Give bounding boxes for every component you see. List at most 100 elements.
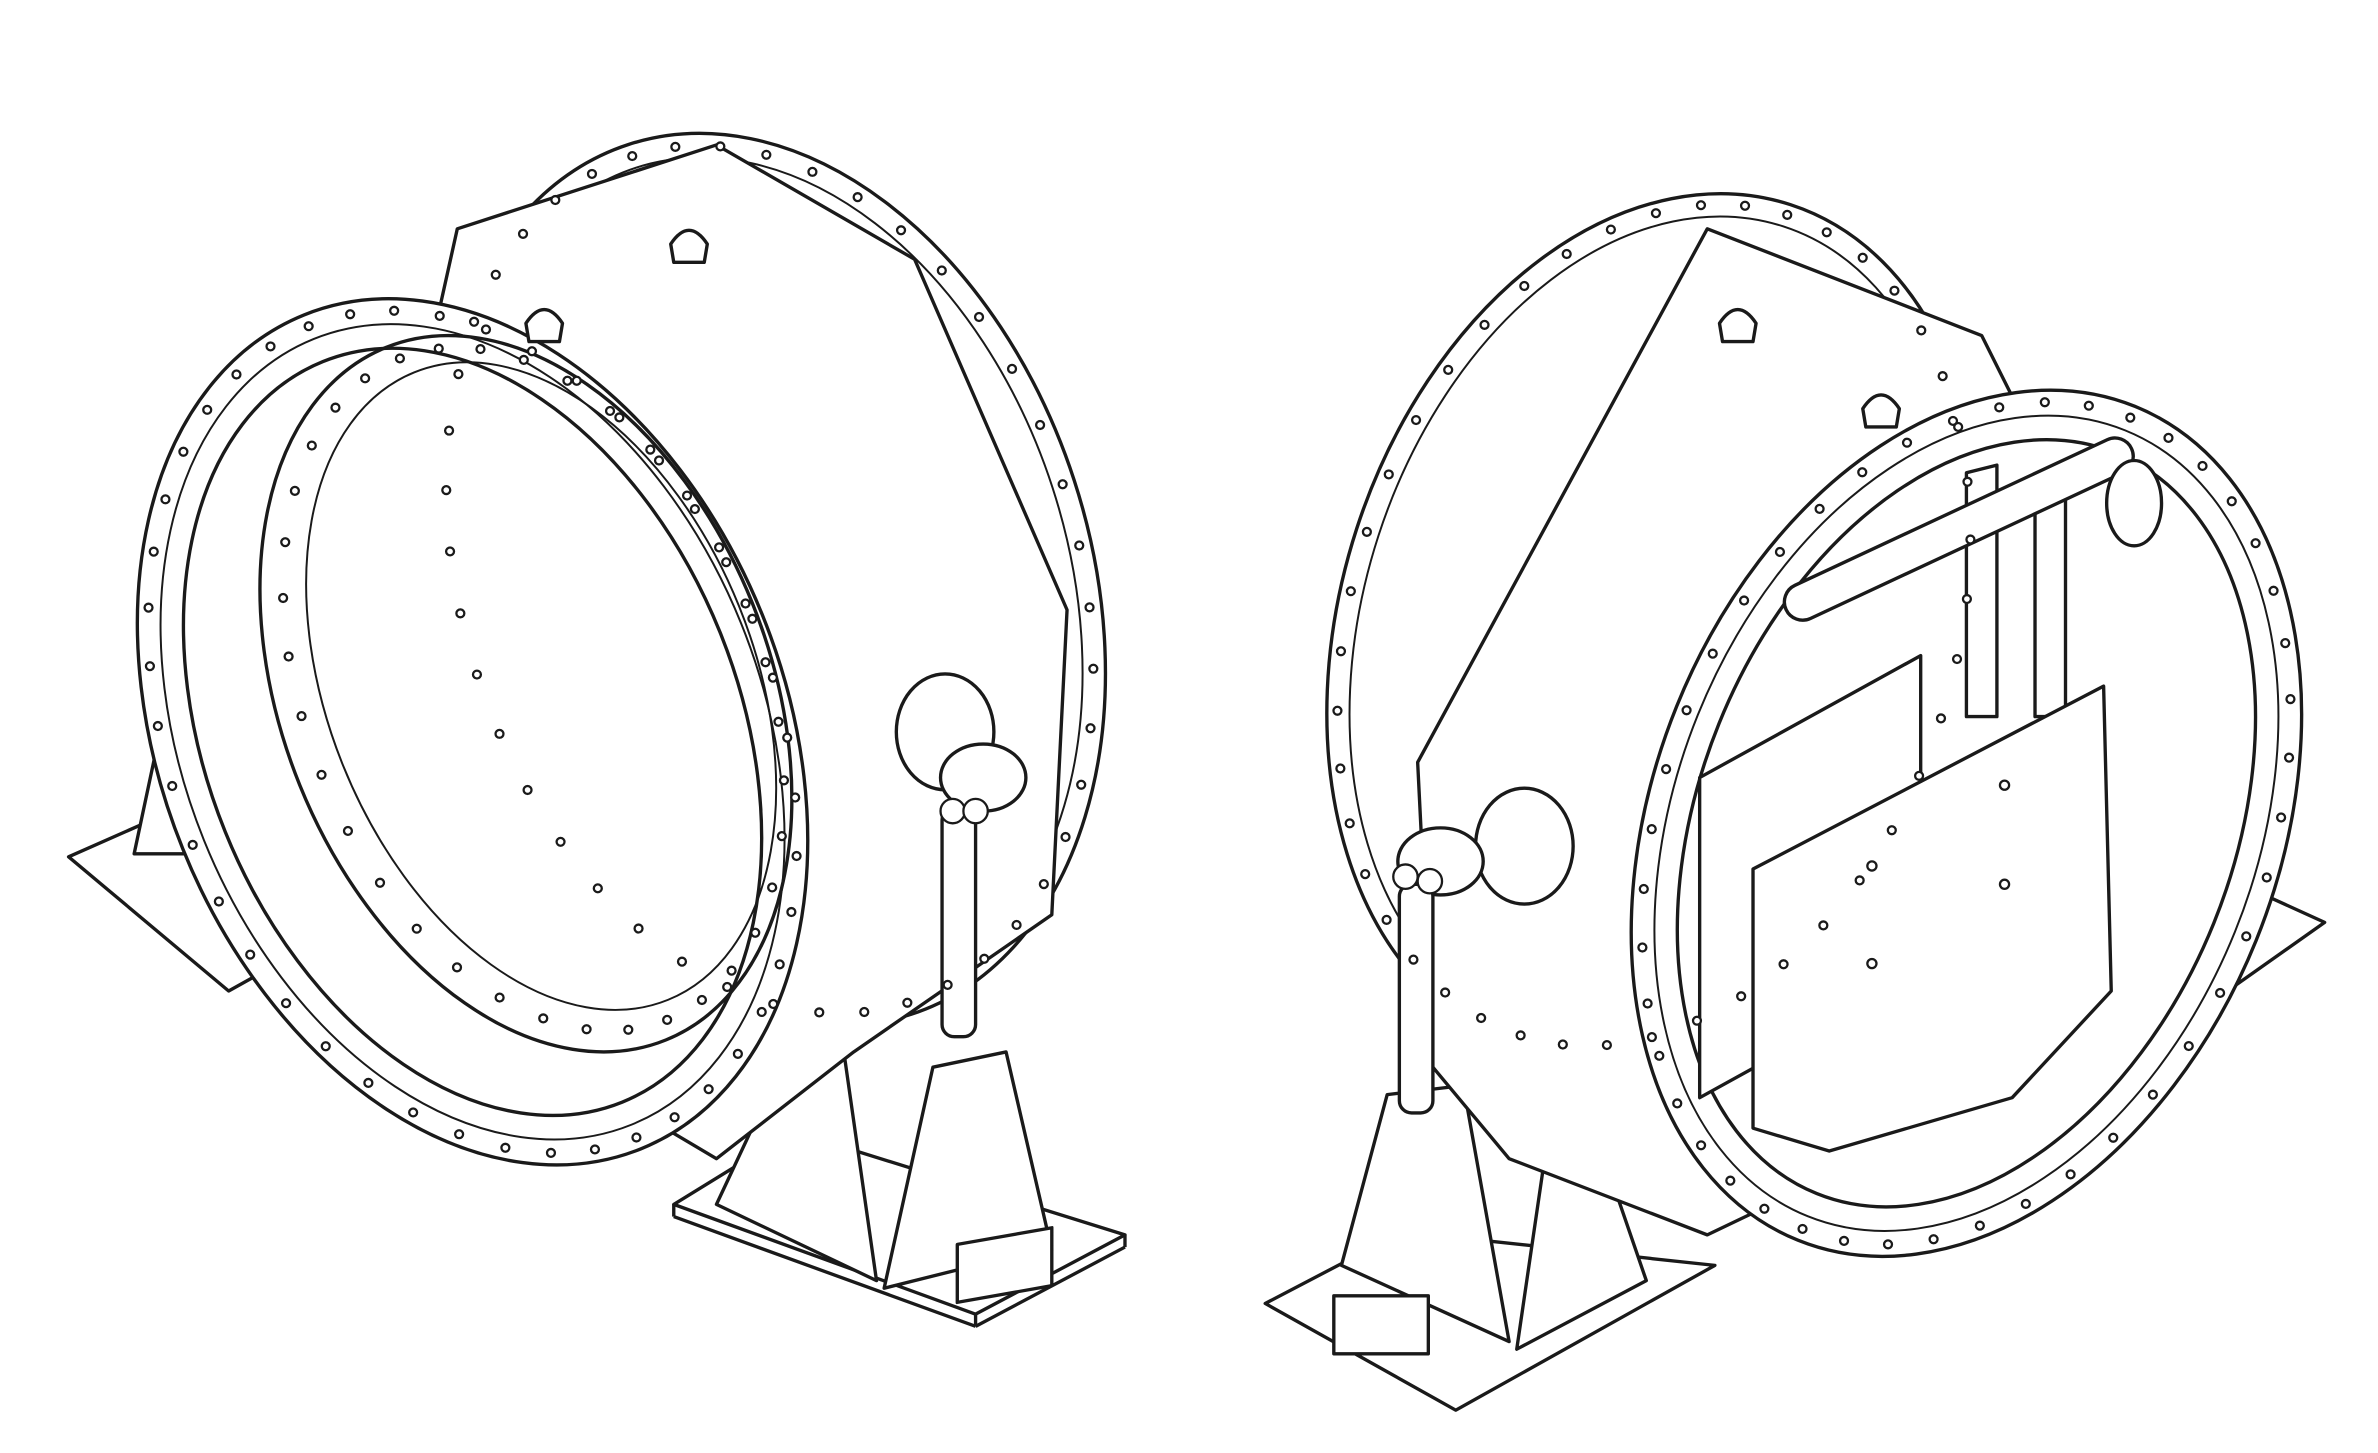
left-support-legs [132,730,1054,1305]
bolt-hole [280,537,291,548]
bolt-hole [767,672,778,683]
bolt-hole [562,375,573,386]
bolt-hole [778,775,790,786]
bolt-hole [555,836,566,847]
bolt-hole [278,592,289,604]
bolt-hole [2226,496,2237,507]
bolt-hole [494,992,505,1003]
bolt-hole [1838,1235,1850,1247]
bolt-hole [148,546,159,557]
bolt-hole [1408,954,1419,965]
bolt-hole [1443,364,1454,375]
bolt-hole [1886,825,1897,836]
bolt-hole [1381,914,1392,925]
bolt-hole [280,998,292,1009]
bolt-hole [245,949,256,960]
bolt-hole [740,598,751,609]
bolt-hole [265,341,276,352]
bolt-hole [283,651,294,662]
bolt-hole [296,710,307,722]
bolt-hole [1695,1140,1707,1151]
bolt-hole [1515,1030,1526,1041]
bolt-hole [782,732,793,743]
bolt-hole [676,956,688,967]
bolt-hole [614,412,625,423]
bolt-hole [1947,415,1959,427]
bolt-hole [1074,540,1085,551]
bolt-hole [1034,419,1046,431]
bolt-hole [790,792,801,803]
bolt-hole [1038,878,1049,890]
bolt-hole [1994,402,2005,413]
bolt-hole [2275,812,2287,823]
bolt-hole [1695,200,1707,211]
right-valve [1263,192,2327,1412]
bolt-hole [1854,875,1865,886]
bolt-hole [345,309,356,320]
bolt-hole [538,1013,549,1024]
bolt-hole [1857,467,1868,478]
bolt-hole [2039,397,2050,408]
bolt-hole [979,953,990,964]
bolt-hole [468,316,480,327]
bolt-hole [670,141,681,152]
bolt-hole [454,1129,465,1140]
bolt-hole [2197,460,2208,472]
bolt-hole [160,494,171,505]
bolt-hole [791,850,802,862]
lifting-lug-icon [524,307,565,344]
bolt-hole [1961,593,1973,605]
bolt-hole [213,896,224,907]
bolt-hole [2268,585,2279,596]
bolt-hole [1691,1015,1703,1026]
bolt-hole [152,720,163,732]
bolt-hole [453,368,464,380]
bolt-hole [1962,476,1973,487]
bolt-hole [807,166,818,177]
bolt-hole [604,405,616,417]
left-body [135,131,1108,1167]
bolt-hole [902,997,913,1008]
bolt-hole [776,831,787,842]
bolt-hole [852,192,863,203]
bolt-hole [1778,959,1789,970]
bolt-hole [1814,503,1825,514]
right-support-legs [1332,1035,1648,1356]
bolt-hole [1410,414,1422,426]
bolt-hole [1085,723,1096,734]
bolt-hole [374,877,386,888]
bolt-hole [1937,371,1948,382]
bolt-hole [517,228,529,239]
bolt-hole [761,149,772,160]
flange-bolt-holes [143,141,2296,1250]
lifting-lug-icon [669,228,709,265]
bolt-hole [522,784,533,796]
bolt-hole [2065,1169,2076,1180]
bolt-hole [1782,209,1793,220]
bolt-hole [306,440,317,451]
bolt-hole [1913,770,1925,781]
bolt-hole [586,168,598,180]
bolt-hole [1965,534,1976,545]
bolt-hole [1821,227,1832,238]
bolt-hole [411,923,422,934]
bolt-hole [721,557,732,568]
bolt-hole [1383,469,1394,480]
bolt-hole [1519,280,1530,292]
bolt-hole [2147,1089,2159,1100]
bolt-hole [490,269,501,280]
bolt-hole [895,225,907,236]
bolt-hole [360,373,371,384]
bolt-hole [1738,595,1750,606]
bolt-hole [550,194,561,206]
bolt-hole [330,402,341,413]
bolt-hole [1928,1234,1939,1245]
bolt-hole [645,444,656,455]
bolt-hole [760,657,771,668]
bolt-hole [773,716,784,727]
bolt-hole [859,1006,870,1018]
bolt-hole [1707,648,1718,659]
bolt-hole [2083,400,2094,411]
bolt-hole [1650,208,1662,219]
bolt-hole [143,602,154,613]
